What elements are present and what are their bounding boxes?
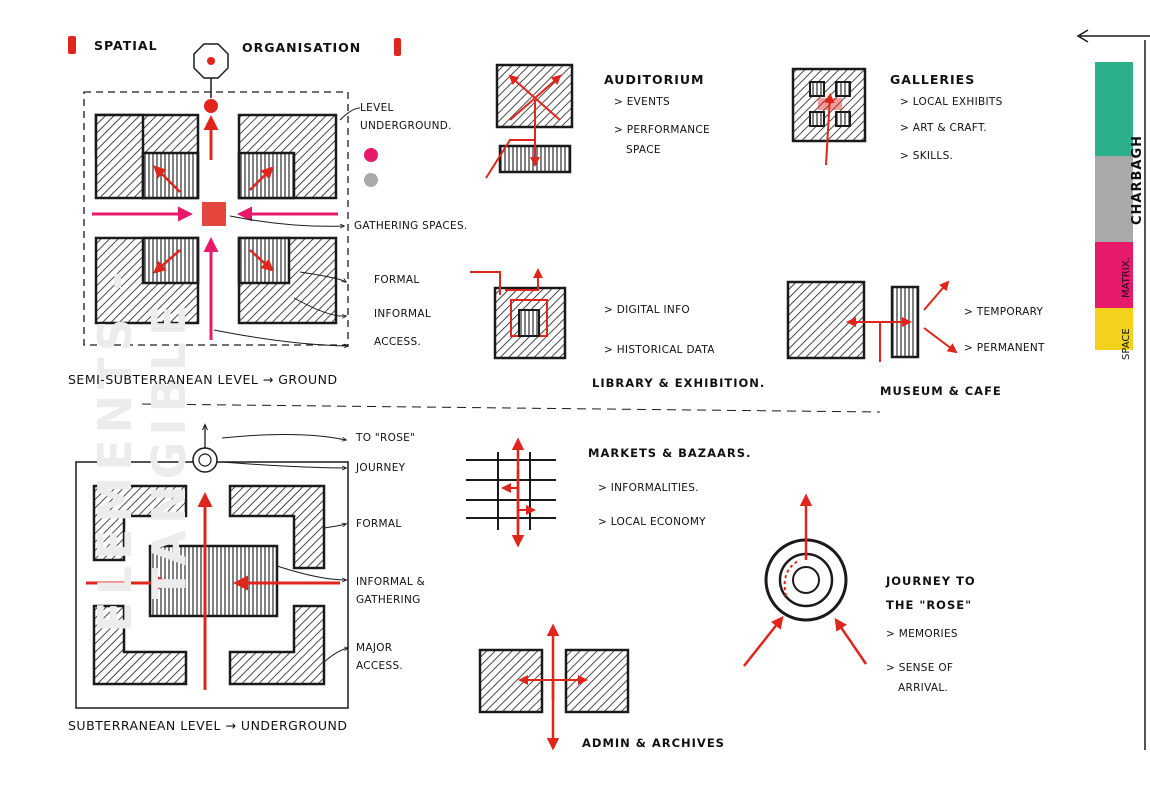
level-separator — [141, 403, 881, 413]
lower-plan — [75, 425, 348, 709]
admin-caption: ADMIN & ARCHIVES — [582, 736, 725, 750]
markets-item-2: > LOCAL ECONOMY — [598, 516, 706, 528]
legend-charbagh: CHARBAGH — [1130, 134, 1145, 225]
museum-caption: MUSEUM & CAFE — [880, 384, 1002, 398]
label-journey: JOURNEY — [356, 462, 406, 474]
label-lower-formal: FORMAL — [356, 518, 402, 530]
label-informal-and: INFORMAL & — [356, 576, 426, 588]
title-organisation: ORGANISATION — [242, 40, 362, 55]
library-item-2: > HISTORICAL DATA — [604, 344, 715, 356]
label-formal: FORMAL — [374, 274, 420, 286]
markets-diagram — [466, 437, 556, 548]
library-item-1: > DIGITAL INFO — [604, 304, 690, 316]
galleries-title: GALLERIES — [890, 72, 976, 87]
label-informal: INFORMAL — [374, 308, 432, 320]
museum-item-1: > TEMPORARY — [964, 306, 1044, 318]
legend-dot-pink — [364, 148, 378, 162]
label-underground: UNDERGROUND. — [360, 120, 452, 132]
galleries-item-1: > LOCAL EXHIBITS — [900, 96, 1003, 108]
auditorium-item-1: > EVENTS — [614, 96, 670, 108]
auditorium-diagram — [485, 63, 574, 179]
caption-semi-subterranean: SEMI-SUBTERRANEAN LEVEL → GROUND — [68, 372, 338, 387]
auditorium-item-3: SPACE — [626, 144, 661, 156]
galleries-diagram — [791, 67, 867, 166]
galleries-item-3: > SKILLS. — [900, 150, 954, 162]
rose-title-1: JOURNEY TO — [886, 574, 976, 588]
upper-plan — [83, 91, 361, 346]
label-gathering-spaces: GATHERING SPACES. — [354, 220, 468, 232]
auditorium-title: AUDITORIUM — [604, 72, 705, 87]
rose-item-2: > SENSE OF — [886, 662, 954, 674]
admin-diagram — [478, 623, 630, 751]
title-marker-right — [394, 38, 401, 56]
label-access: ACCESS. — [374, 336, 422, 348]
legend-dot-gray — [364, 173, 378, 187]
legend-matrix: MATRIX. — [1121, 257, 1132, 298]
label-major: MAJOR — [356, 642, 393, 654]
museum-diagram — [786, 280, 958, 362]
label-major-access: ACCESS. — [356, 660, 404, 672]
watermark-text: ELEMENTS - TANGIBLE — [88, 265, 196, 633]
rose-item-1: > MEMORIES — [886, 628, 958, 640]
caption-subterranean: SUBTERRANEAN LEVEL → UNDERGROUND — [68, 718, 348, 733]
galleries-item-2: > ART & CRAFT. — [900, 122, 988, 134]
rose-item-3: ARRIVAL. — [898, 682, 949, 694]
label-level: LEVEL — [360, 102, 394, 114]
markets-title: MARKETS & BAZAARS. — [588, 446, 752, 460]
legend-space: SPACE — [1121, 328, 1132, 360]
museum-item-2: > PERMANENT — [964, 342, 1045, 354]
library-diagram — [470, 268, 567, 360]
library-caption: LIBRARY & EXHIBITION. — [592, 376, 766, 390]
title-spatial: SPATIAL — [94, 38, 158, 53]
label-to-rose: TO "ROSE" — [356, 432, 416, 444]
legend-bar — [1076, 29, 1150, 750]
label-gathering: GATHERING — [356, 594, 421, 606]
octagon-symbol — [193, 43, 229, 113]
rose-diagram — [743, 493, 868, 667]
markets-item-1: > INFORMALITIES. — [598, 482, 699, 494]
title-marker-left — [68, 36, 76, 54]
rose-title-2: THE "ROSE" — [886, 598, 973, 612]
auditorium-item-2: > PERFORMANCE — [614, 124, 710, 136]
